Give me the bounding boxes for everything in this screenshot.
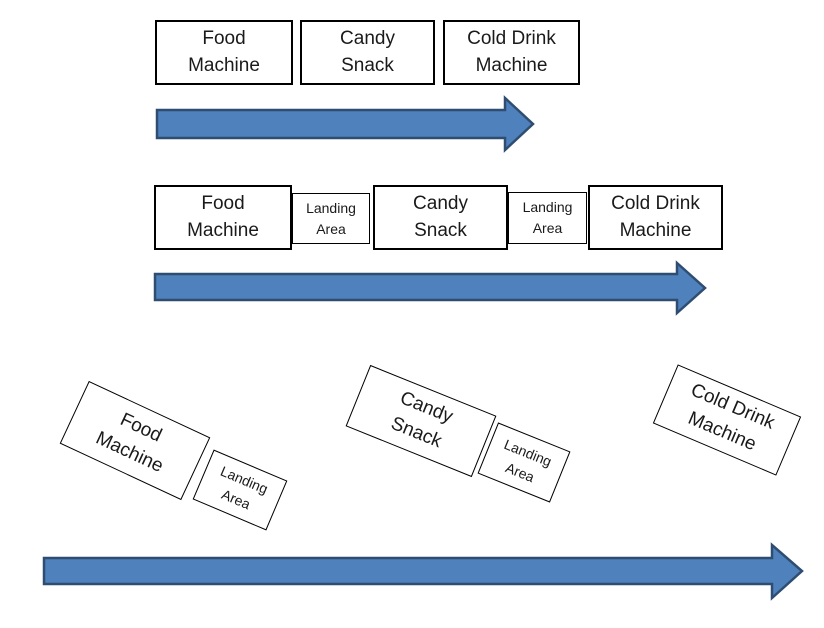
food-machine-box: Food Machine (154, 185, 292, 250)
flow-arrow-long (42, 542, 804, 601)
flow-arrow-medium (153, 260, 707, 316)
food-machine-box: Food Machine (155, 20, 293, 85)
flow-arrow-short (155, 95, 535, 153)
landing-area-box: Landing Area (508, 192, 587, 244)
food-machine-box-rotated: Food Machine (59, 380, 211, 501)
landing-area-box: Landing Area (292, 193, 370, 244)
landing-area-box-rotated: Landing Area (477, 422, 571, 503)
cold-drink-machine-box: Cold Drink Machine (588, 185, 723, 250)
cold-drink-machine-box: Cold Drink Machine (443, 20, 580, 85)
candy-snack-box: Candy Snack (373, 185, 508, 250)
cold-drink-machine-box-rotated: Cold Drink Machine (652, 364, 802, 476)
candy-snack-box-rotated: Candy Snack (345, 364, 497, 478)
candy-snack-box: Candy Snack (300, 20, 435, 85)
landing-area-box-rotated: Landing Area (192, 449, 288, 531)
